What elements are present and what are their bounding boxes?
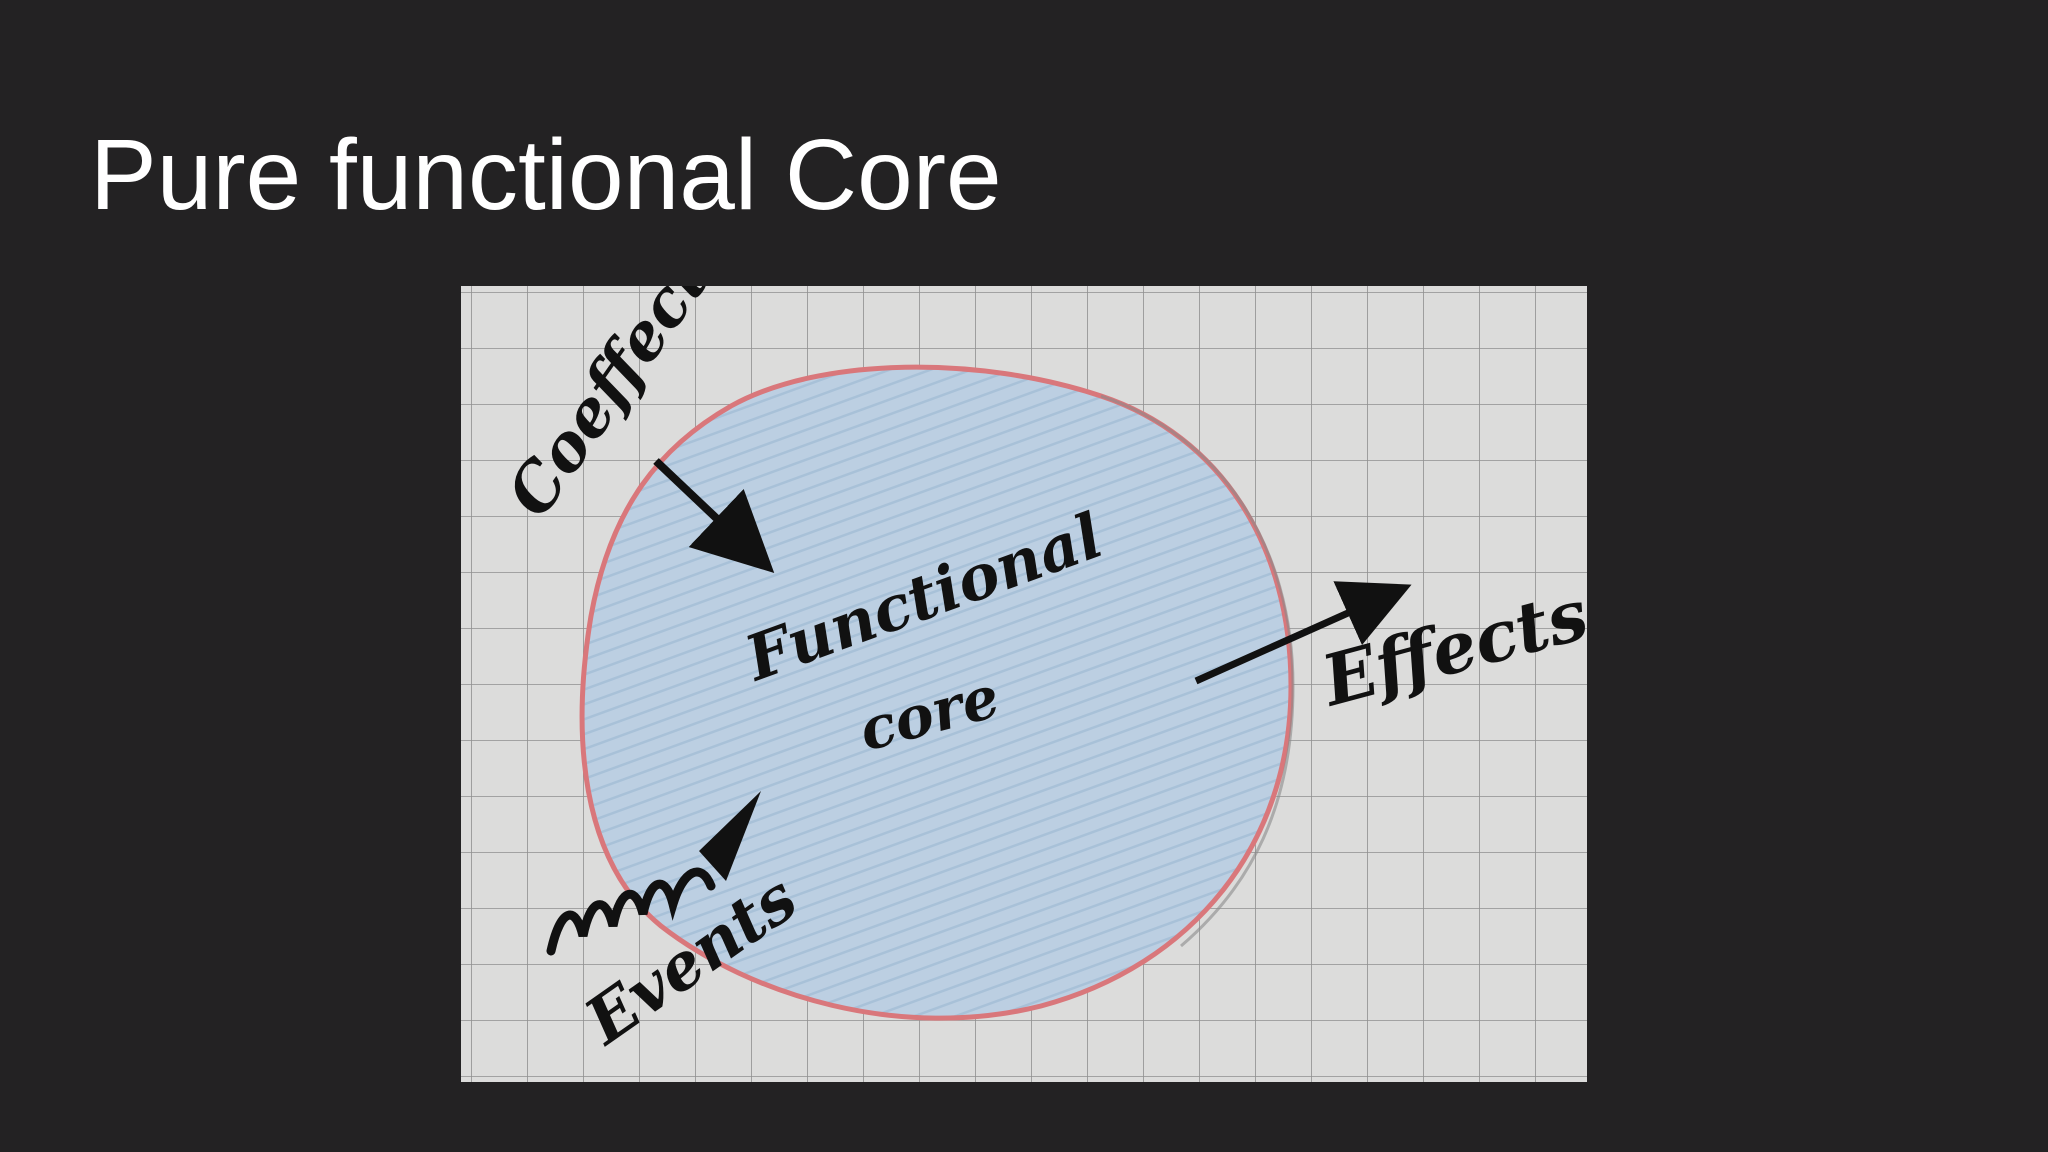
slide-title: Pure functional Core [90,119,1002,231]
events-arrowhead [699,791,761,881]
functional-core-outline-right [1100,394,1295,948]
events-squiggle-arrow [546,867,716,956]
functional-core-outline [579,364,1294,1021]
effects-arrow [1194,581,1412,685]
hand-drawn-diagram: Coeffects Functional core Effects Events [461,286,1587,1082]
coeffects-arrow [653,458,775,574]
